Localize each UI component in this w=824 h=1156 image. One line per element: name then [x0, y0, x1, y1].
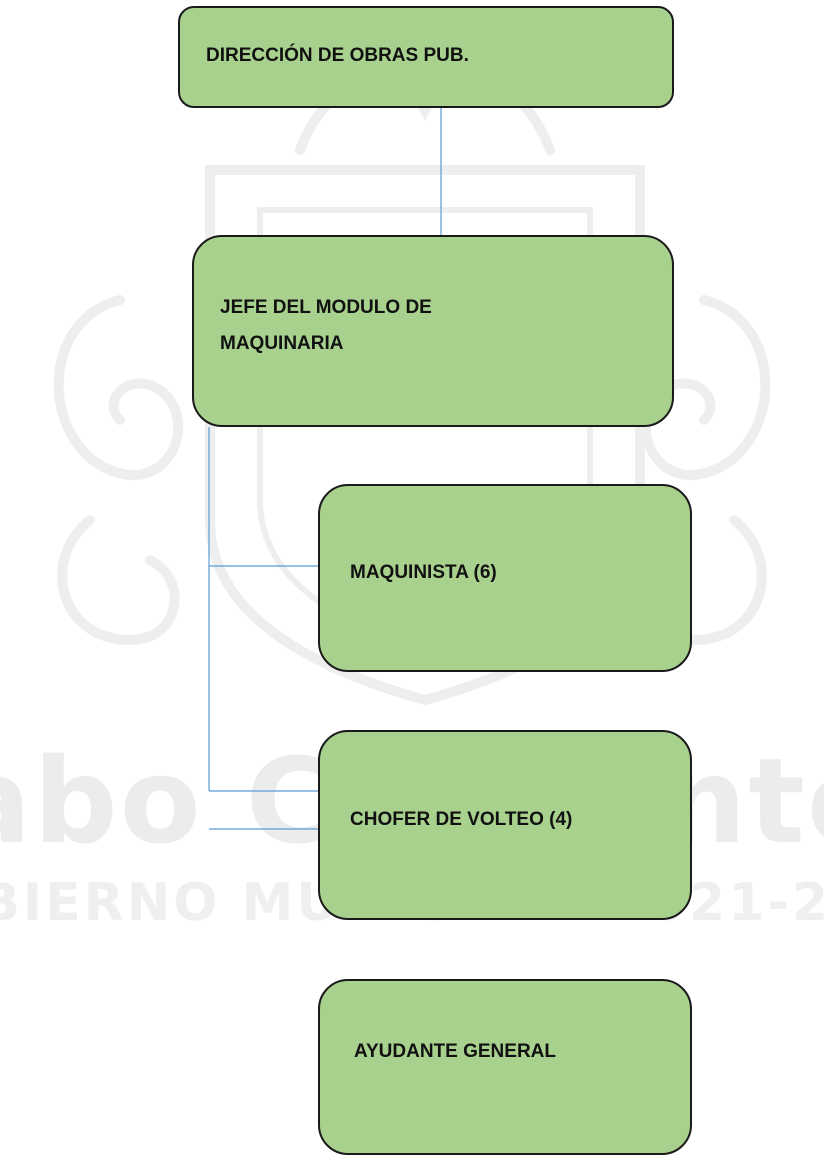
org-node-jefe-modulo: JEFE DEL MODULO DE MAQUINARIA: [192, 235, 674, 427]
org-node-jefe-modulo-label: JEFE DEL MODULO DE MAQUINARIA: [220, 290, 432, 362]
org-node-direccion: DIRECCIÓN DE OBRAS PUB.: [178, 6, 674, 108]
org-node-jefe-line2: MAQUINARIA: [220, 333, 344, 354]
org-node-chofer-volteo: CHOFER DE VOLTEO (4): [318, 730, 692, 920]
org-node-maquinista: MAQUINISTA (6): [318, 484, 692, 672]
org-node-chofer-volteo-label: CHOFER DE VOLTEO (4): [350, 809, 573, 830]
org-node-jefe-line1: JEFE DEL MODULO DE: [220, 297, 432, 318]
org-node-ayudante-general-label: AYUDANTE GENERAL: [354, 1041, 556, 1062]
org-node-maquinista-label: MAQUINISTA (6): [350, 562, 497, 583]
org-node-direccion-label: DIRECCIÓN DE OBRAS PUB.: [206, 45, 469, 66]
org-node-ayudante-general: AYUDANTE GENERAL: [318, 979, 692, 1155]
